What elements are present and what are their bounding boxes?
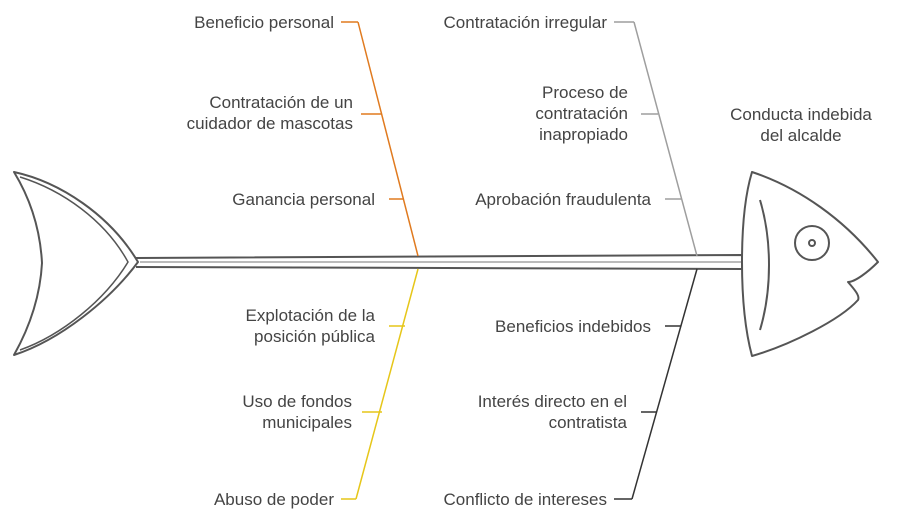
cause-line: Explotación de la	[245, 306, 375, 325]
cause-line: contratación	[535, 104, 628, 123]
cause-uso-fondos: Uso de fondos municipales	[242, 391, 352, 433]
effect-line: Conducta indebida	[730, 105, 872, 124]
cause-line: Contratación irregular	[443, 13, 607, 32]
cause-contratacion-cuidador: Contratación de un cuidador de mascotas	[187, 92, 353, 134]
bone-top-right	[633, 21, 698, 257]
cause-aprobacion-fraudulenta: Aprobación fraudulenta	[475, 189, 651, 210]
cause-line: Beneficio personal	[194, 13, 334, 32]
cause-abuso-poder: Abuso de poder	[214, 489, 334, 510]
cause-line: Abuso de poder	[213, 490, 334, 509]
cause-line: Aprobación fraudulenta	[475, 190, 651, 209]
fish-head	[741, 171, 879, 357]
cause-contratacion-irregular: Contratación irregular	[444, 12, 607, 33]
cause-line: inapropiado	[539, 125, 628, 144]
bone-top-left	[357, 21, 419, 257]
cause-line: Proceso de	[542, 83, 628, 102]
cause-line: Contratación de un	[209, 93, 353, 112]
cause-ganancia-personal: Ganancia personal	[232, 189, 375, 210]
cause-line: posición pública	[254, 327, 375, 346]
fish-eye	[794, 225, 830, 261]
cause-line: cuidador de mascotas	[186, 114, 353, 133]
cause-line: municipales	[262, 413, 352, 432]
cause-interes-directo: Interés directo en el contratista	[478, 391, 627, 433]
cause-line: Interés directo en el	[477, 392, 627, 411]
fish-gill	[759, 199, 770, 331]
cause-beneficio-personal: Beneficio personal	[194, 12, 334, 33]
cause-line: Ganancia personal	[232, 190, 375, 209]
cause-explotacion-posicion: Explotación de la posición pública	[246, 305, 375, 347]
effect-line: del alcalde	[760, 126, 842, 145]
fish-pupil	[808, 239, 816, 247]
bone-bottom-right	[631, 268, 698, 500]
cause-line: contratista	[548, 413, 627, 432]
fish-tail-inner	[19, 176, 129, 351]
cause-beneficios-indebidos: Beneficios indebidos	[495, 316, 651, 337]
fish-tail	[13, 171, 139, 356]
bone-bottom-left	[355, 268, 419, 500]
cause-line: Uso de fondos	[242, 392, 352, 411]
cause-conflicto-intereses: Conflicto de intereses	[444, 489, 607, 510]
effect-label: Conducta indebida del alcalde	[716, 104, 886, 146]
cause-line: Beneficios indebidos	[495, 317, 651, 336]
cause-line: Conflicto de intereses	[443, 490, 607, 509]
cause-proceso-contratacion: Proceso de contratación inapropiado	[535, 82, 628, 145]
